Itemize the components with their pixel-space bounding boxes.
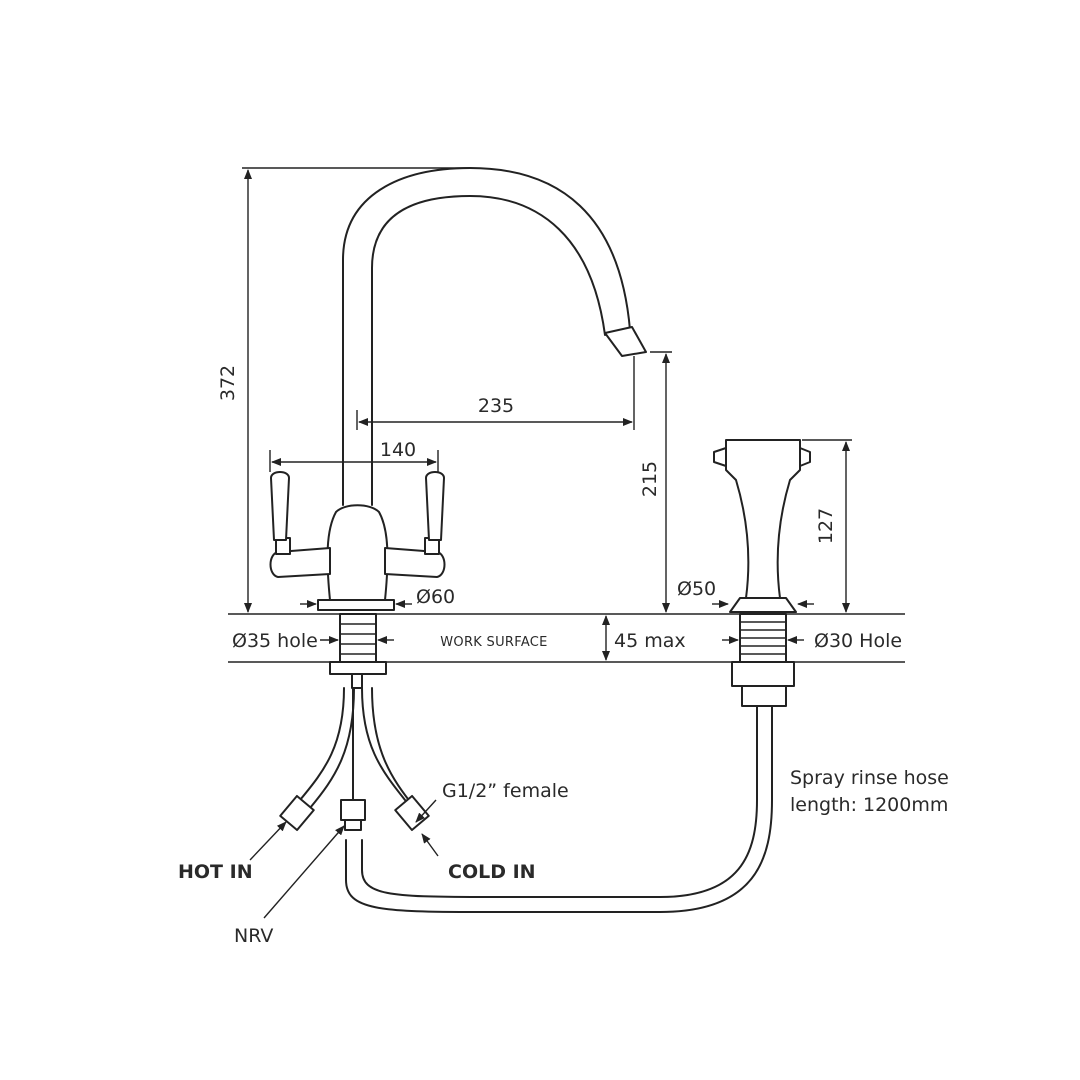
nrv-label: NRV <box>234 925 273 947</box>
spout <box>342 167 647 506</box>
surface-thickness-label: 45 max <box>614 630 686 652</box>
handle-span-label: 140 <box>380 439 416 461</box>
spray-handset <box>713 439 811 707</box>
spray-hole-label: Ø30 Hole <box>814 630 902 652</box>
hot-in-label: HOT IN <box>178 861 253 883</box>
nrv-valve <box>340 799 366 831</box>
tap-hole-label: Ø35 hole <box>232 630 318 652</box>
tap-base-diameter-label: Ø60 <box>416 586 455 608</box>
connector-label: G1/2” female <box>442 780 569 802</box>
hose-length-line1: Spray rinse hose <box>790 767 949 789</box>
work-surface <box>228 613 905 663</box>
tap-body <box>269 471 446 611</box>
spray-height-label: 127 <box>815 508 837 544</box>
dim-lines <box>242 167 852 919</box>
spout-height-label: 215 <box>639 461 661 497</box>
hot-connector <box>279 794 315 832</box>
hose-length-line2: length: 1200mm <box>790 794 948 816</box>
work-surface-label: WORK SURFACE <box>440 635 547 650</box>
spray-hose-inner <box>361 704 758 898</box>
supply-hoses <box>299 687 416 809</box>
cold-in-label: COLD IN <box>448 861 536 883</box>
overall-height-label: 372 <box>217 365 239 401</box>
spout-reach-label: 235 <box>478 395 514 417</box>
spray-hose <box>345 704 773 913</box>
spray-base-diameter-label: Ø50 <box>677 578 716 600</box>
tap-shank <box>329 613 387 689</box>
